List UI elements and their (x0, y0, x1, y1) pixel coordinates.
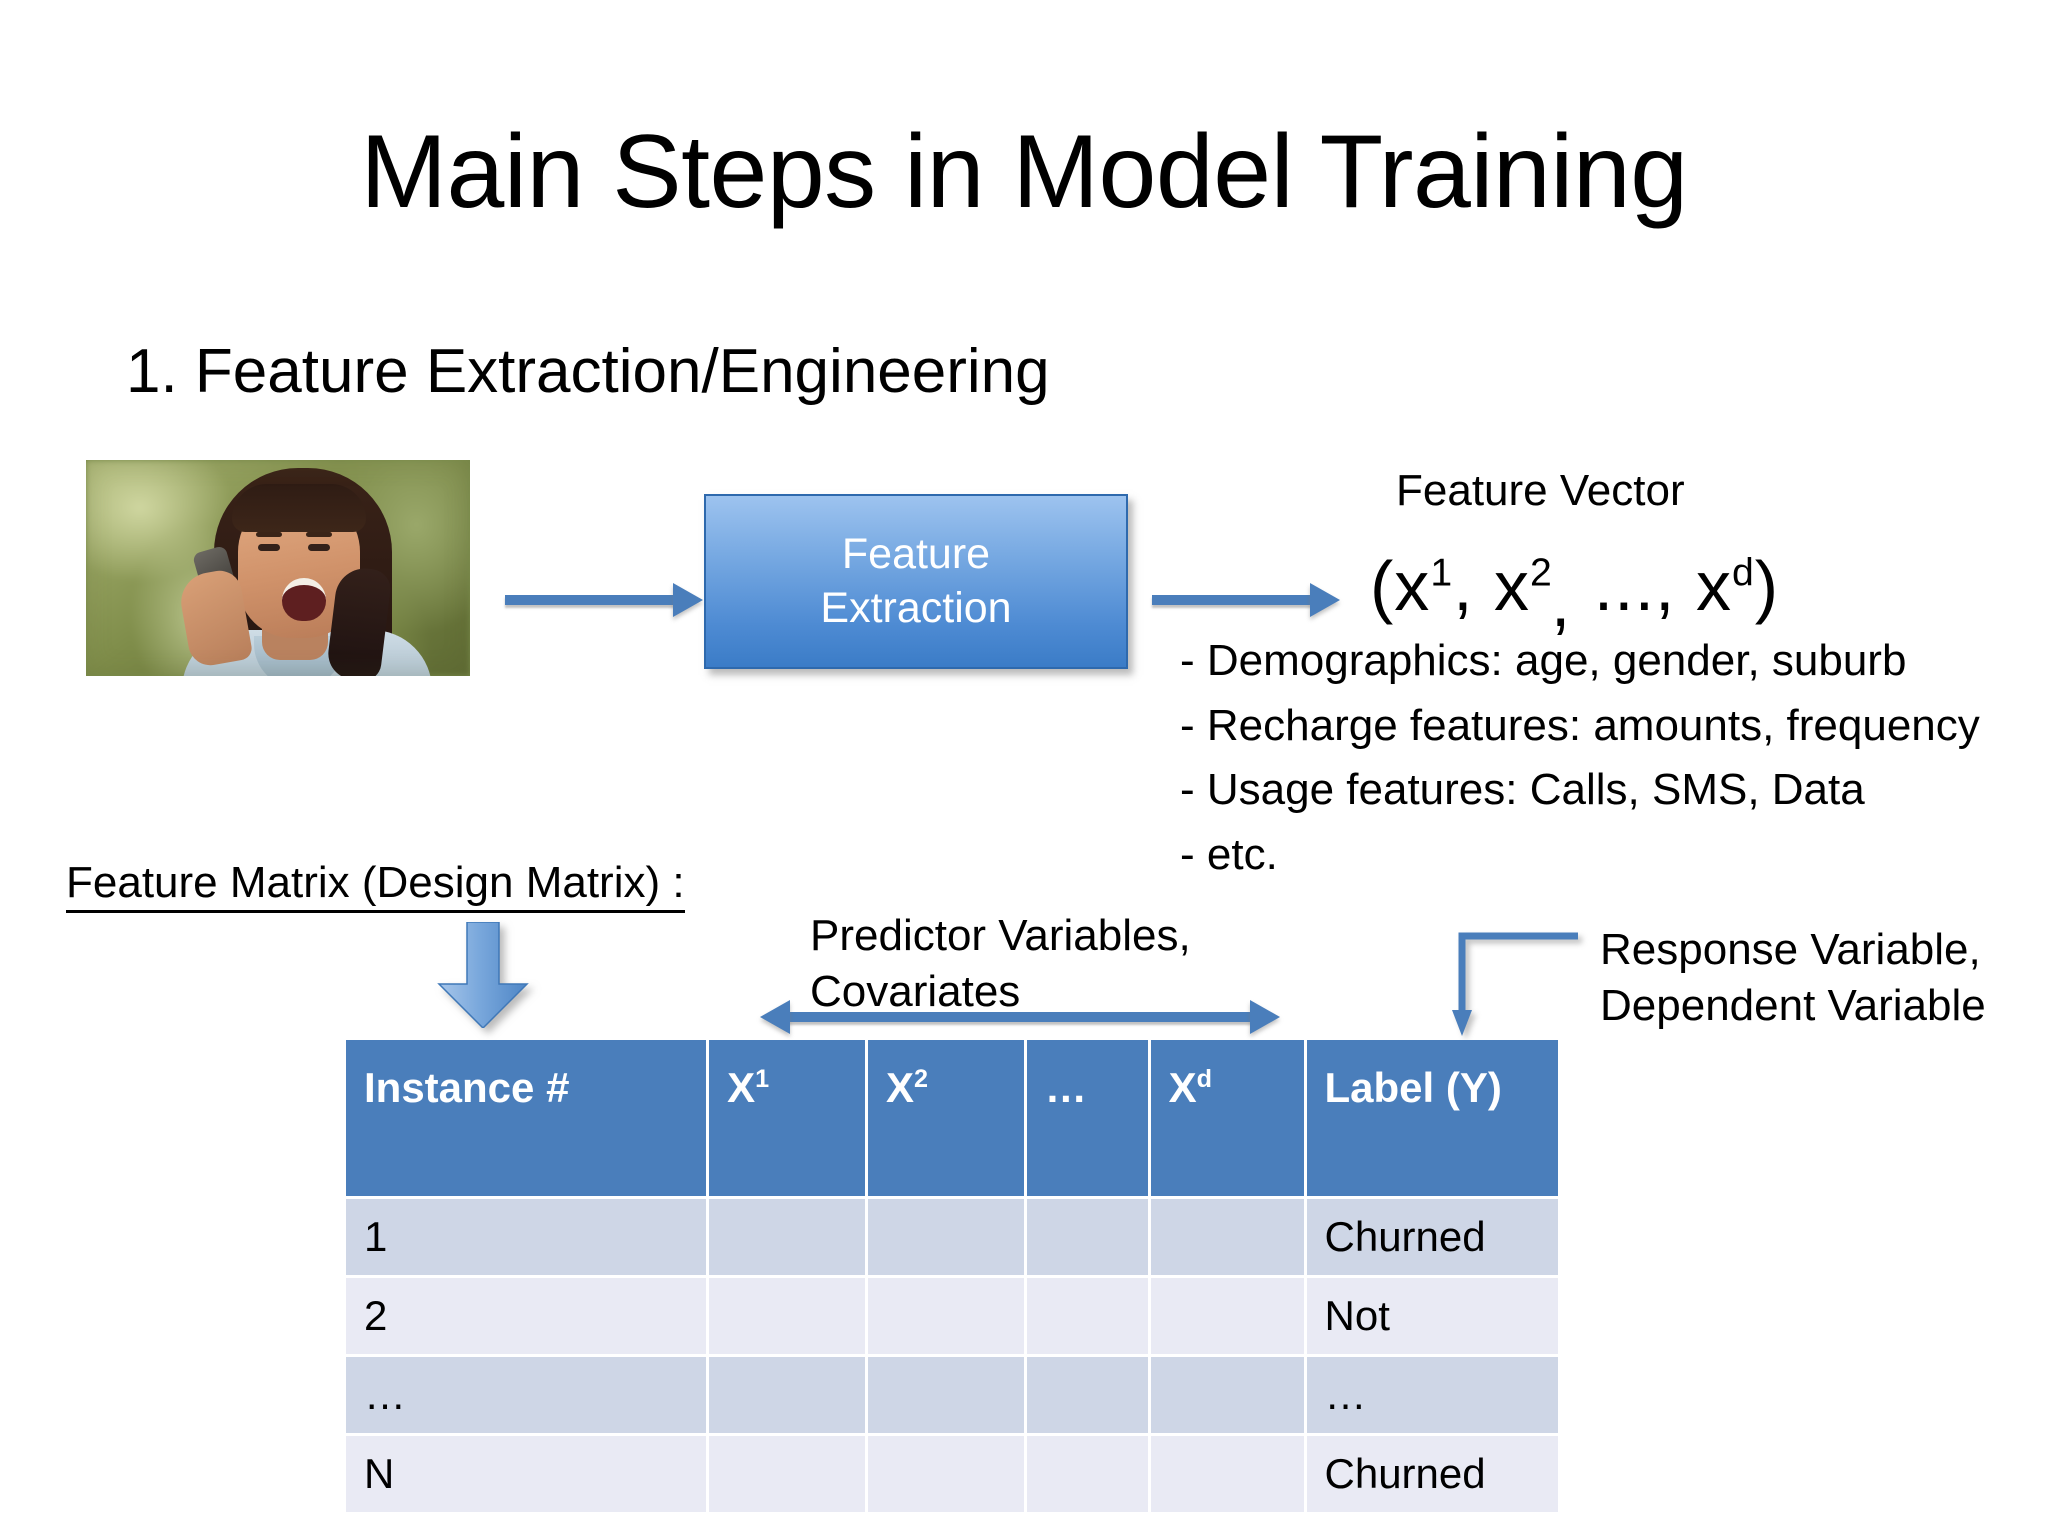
arrow-photo-to-extraction-icon (505, 583, 703, 617)
response-variable-annotation: Response Variable, Dependent Variable (1600, 922, 1986, 1035)
cell-dots (1026, 1199, 1148, 1275)
cell-x1 (709, 1436, 865, 1512)
cell-dots (1026, 1357, 1148, 1433)
list-item: - Usage features: Calls, SMS, Data (1180, 765, 1865, 815)
cell-label: Churned (1306, 1199, 1558, 1275)
cell-instance: 2 (346, 1278, 707, 1354)
feature-extraction-box: Feature Extraction (704, 494, 1128, 669)
feature-vector-label: Feature Vector (1396, 466, 1685, 515)
fv-sup-2: 2 (1530, 551, 1553, 595)
header-x2-sup: 2 (914, 1065, 929, 1093)
feature-extraction-line1: Feature (841, 529, 991, 578)
cell-instance: 1 (346, 1199, 707, 1275)
down-arrow-icon (437, 922, 529, 1028)
column-header-xd: Xd (1150, 1040, 1304, 1196)
header-x2-base: X (886, 1064, 915, 1111)
fv-mid-1: , x (1453, 547, 1531, 625)
cell-x2 (868, 1199, 1024, 1275)
predictor-annotation-line2: Covariates (810, 967, 1021, 1017)
list-item: - Demographics: age, gender, suburb (1180, 636, 1907, 685)
table-row: 1 Churned (346, 1199, 1558, 1275)
cell-x2 (868, 1436, 1024, 1512)
predictor-variables-annotation: Predictor Variables, Covariates (810, 908, 1191, 1021)
feature-matrix-label: Feature Matrix (Design Matrix) : (66, 858, 685, 913)
cell-x1 (709, 1357, 865, 1433)
feature-matrix-table: Instance # X1 X2 … Xd Label (Y) 1 Churne… (343, 1037, 1561, 1515)
predictor-annotation-line1: Predictor Variables, (810, 911, 1191, 960)
feature-extraction-line2: Extraction (820, 583, 1012, 632)
photo-vignette (86, 460, 470, 676)
table-row: 2 Not (346, 1278, 1558, 1354)
arrow-extraction-to-vector-icon (1152, 583, 1342, 617)
table-header-row: Instance # X1 X2 … Xd Label (Y) (346, 1040, 1558, 1196)
fv-sup-3: d (1731, 551, 1755, 595)
response-annotation-line1: Response Variable, (1600, 925, 1981, 974)
page-title: Main Steps in Model Training (360, 114, 1688, 230)
cell-xd (1150, 1278, 1304, 1354)
header-xd-sup: d (1196, 1065, 1213, 1093)
column-header-x2: X2 (868, 1040, 1024, 1196)
fv-open: (x (1370, 547, 1431, 625)
cell-xd (1150, 1357, 1304, 1433)
fv-close: ) (1754, 547, 1780, 625)
list-item: - Recharge features: amounts, frequency (1180, 700, 1980, 750)
elbow-arrow-to-label-column-icon (1452, 932, 1578, 1036)
cell-dots (1026, 1436, 1148, 1512)
feature-vector-bullet-list: - Demographics: age, gender, suburb - Re… (1180, 636, 1980, 897)
list-item: - etc. (1180, 829, 1278, 879)
cell-xd (1150, 1199, 1304, 1275)
fv-low-comma: , (1550, 563, 1572, 641)
column-header-instance: Instance # (346, 1040, 707, 1196)
cell-label: Churned (1306, 1436, 1558, 1512)
cell-instance: … (346, 1357, 707, 1433)
header-xd-base: X (1168, 1064, 1197, 1111)
cell-x2 (868, 1278, 1024, 1354)
column-header-x1: X1 (709, 1040, 865, 1196)
cell-x1 (709, 1278, 865, 1354)
table-row: N Churned (346, 1436, 1558, 1512)
header-x1-base: X (727, 1064, 756, 1111)
fv-mid-2: ..., x (1573, 547, 1732, 625)
cell-label: Not (1306, 1278, 1558, 1354)
feature-vector-expression: (x1, x2, ..., xd) (1370, 546, 1780, 641)
cell-xd (1150, 1436, 1304, 1512)
header-x1-sup: 1 (755, 1065, 770, 1093)
cell-dots (1026, 1278, 1148, 1354)
cell-x1 (709, 1199, 865, 1275)
woman-on-phone-photo (86, 460, 470, 676)
column-header-label: Label (Y) (1306, 1040, 1558, 1196)
table-row: … … (346, 1357, 1558, 1433)
step-heading: 1. Feature Extraction/Engineering (126, 337, 1050, 406)
cell-x2 (868, 1357, 1024, 1433)
cell-label: … (1306, 1357, 1558, 1433)
column-header-ellipsis: … (1026, 1040, 1148, 1196)
cell-instance: N (346, 1436, 707, 1512)
fv-sup-1: 1 (1430, 551, 1454, 595)
response-annotation-line2: Dependent Variable (1600, 981, 1986, 1031)
double-arrow-predictors-icon (760, 1000, 1280, 1034)
